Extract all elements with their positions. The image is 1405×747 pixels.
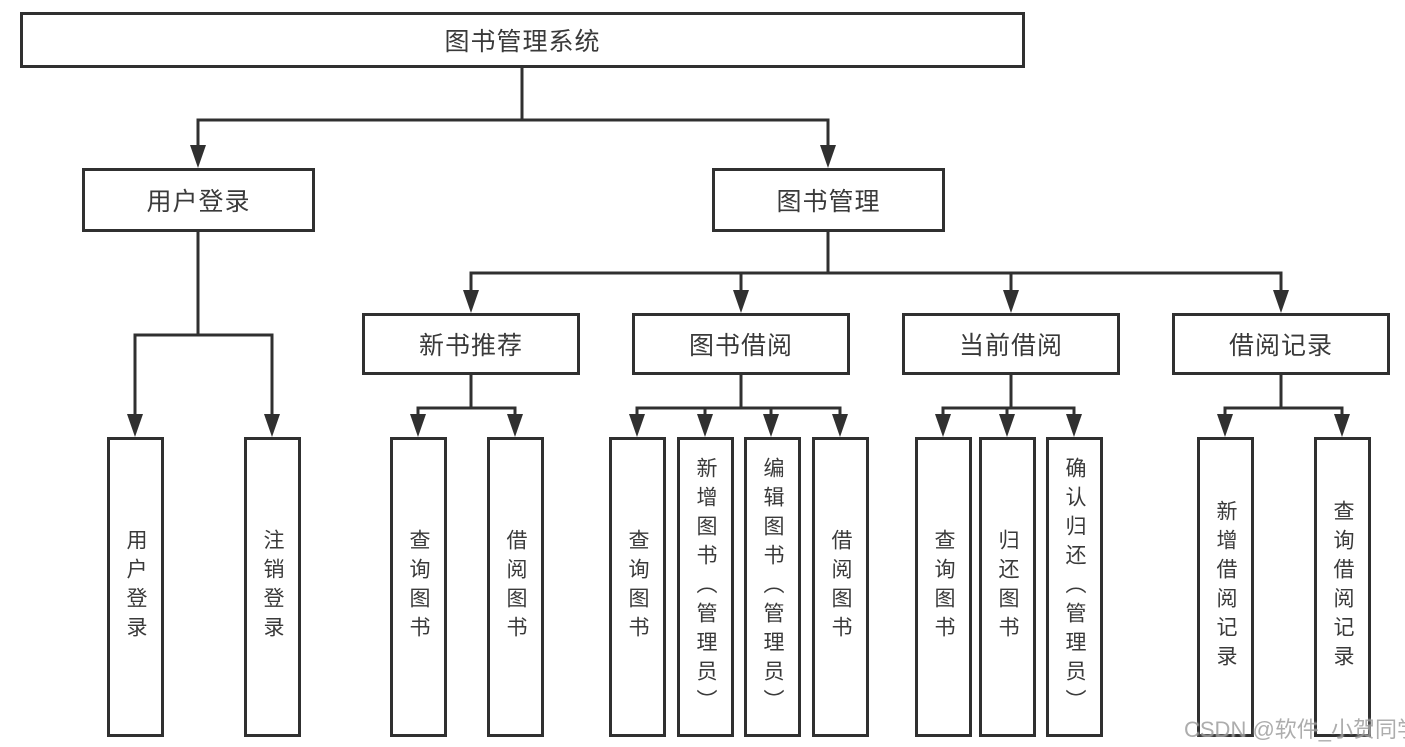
arrowhead <box>1334 414 1350 437</box>
arrowhead <box>1003 290 1019 313</box>
node-root-system: 图书管理系统 <box>20 12 1025 68</box>
leaf-return-book: 归还图书 <box>979 437 1036 737</box>
node-borrowing-records: 借阅记录 <box>1172 313 1390 375</box>
node-new-book-recommend: 新书推荐 <box>362 313 580 375</box>
arrowhead <box>410 414 426 437</box>
arrowhead <box>507 414 523 437</box>
arrowhead <box>463 290 479 313</box>
leaf-logout: 注销登录 <box>244 437 301 737</box>
node-book-management: 图书管理 <box>712 168 945 232</box>
arrowhead <box>820 145 836 168</box>
node-current-borrowing: 当前借阅 <box>902 313 1120 375</box>
node-user-login: 用户登录 <box>82 168 315 232</box>
leaf-confirm-return-admin: 确认归还（管理员） <box>1046 437 1103 737</box>
leaf-user-login: 用户登录 <box>107 437 164 737</box>
arrowhead <box>1273 290 1289 313</box>
leaf-query-borrow-record: 查询借阅记录 <box>1314 437 1371 737</box>
arrowhead <box>264 414 280 437</box>
arrowhead <box>763 414 779 437</box>
leaf-add-borrow-record: 新增借阅记录 <box>1197 437 1254 737</box>
csdn-watermark: CSDN @软件_小贺同学 <box>1184 717 1405 742</box>
leaf-borrow-books-borrowing: 借阅图书 <box>812 437 869 737</box>
arrowhead <box>999 414 1015 437</box>
arrowhead <box>629 414 645 437</box>
arrowhead <box>127 414 143 437</box>
leaf-edit-book-admin: 编辑图书（管理员） <box>744 437 801 737</box>
leaf-query-books-recommend: 查询图书 <box>390 437 447 737</box>
arrowhead <box>697 414 713 437</box>
node-book-borrowing: 图书借阅 <box>632 313 850 375</box>
arrowhead <box>190 145 206 168</box>
leaf-query-books-borrowing: 查询图书 <box>609 437 666 737</box>
arrowhead <box>733 290 749 313</box>
leaf-query-books-current: 查询图书 <box>915 437 972 737</box>
arrowhead <box>935 414 951 437</box>
leaf-add-book-admin: 新增图书（管理员） <box>677 437 734 737</box>
arrowhead <box>1217 414 1233 437</box>
leaf-borrow-books-recommend: 借阅图书 <box>487 437 544 737</box>
arrowhead <box>832 414 848 437</box>
arrowhead <box>1066 414 1082 437</box>
